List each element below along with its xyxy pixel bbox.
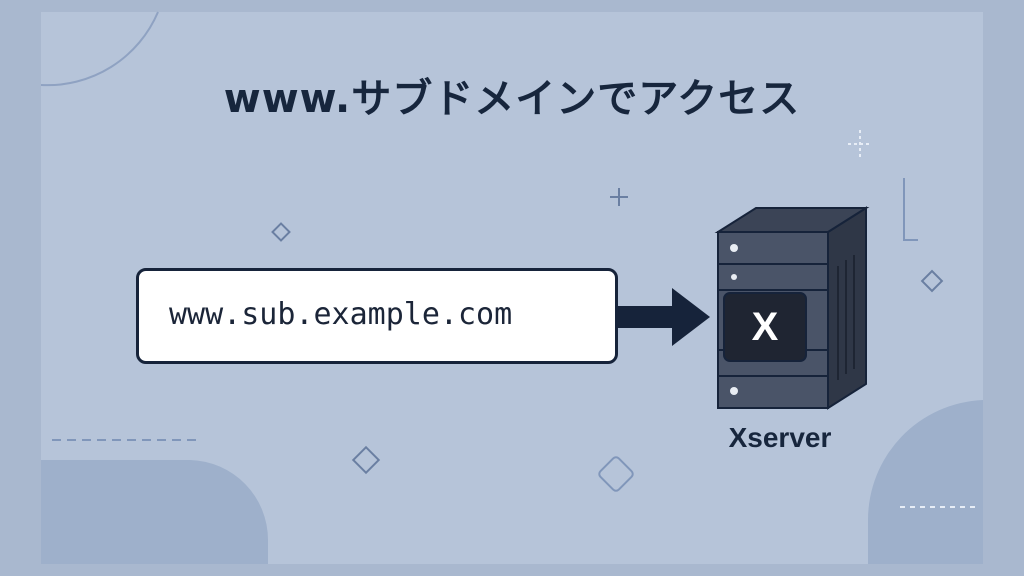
diamond-icon — [351, 445, 381, 475]
corner-arc-decoration — [40, 11, 159, 87]
corner-blob-right — [867, 400, 983, 564]
plus-icon — [610, 188, 628, 206]
diamond-icon — [271, 222, 291, 242]
arrow-right-icon — [618, 288, 710, 346]
page-title: www.サブドメインでアクセス — [223, 76, 801, 122]
url-address-box: www.sub.example.com — [136, 268, 618, 364]
diamond-icon — [920, 269, 944, 293]
dashed-plus-icon — [848, 130, 872, 158]
server-logo-letter: X — [752, 305, 779, 349]
server-icon — [714, 206, 870, 410]
bracket-decoration — [903, 178, 918, 241]
diamond-icon — [598, 456, 634, 492]
server-label: Xserver — [728, 422, 832, 453]
url-text: www.sub.example.com — [169, 297, 513, 332]
corner-blob-left — [41, 460, 268, 564]
